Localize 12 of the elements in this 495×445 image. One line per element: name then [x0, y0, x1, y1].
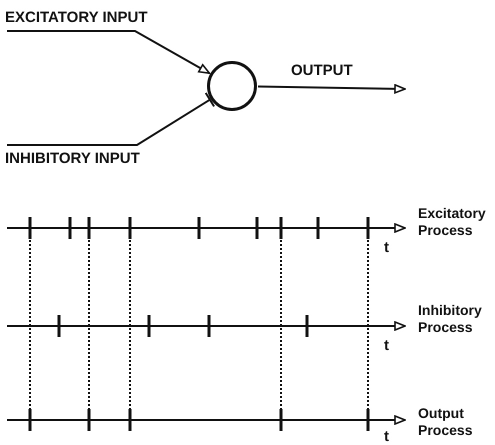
arrow [258, 84, 406, 94]
process-label: Output Process [418, 405, 474, 439]
process-label: Inhibitory Process [418, 302, 483, 336]
input-label: INHIBITORY INPUT [5, 150, 167, 170]
process-label: Excitatory Process [418, 205, 487, 239]
axis-label: t [384, 337, 389, 354]
axis-label: t [384, 239, 389, 256]
arrow [7, 30, 210, 74]
axis-label: t [384, 428, 389, 445]
inhibitory-connector [7, 92, 216, 146]
neuron-circle [207, 61, 257, 111]
input-label: EXCITATORY INPUT [5, 9, 167, 29]
